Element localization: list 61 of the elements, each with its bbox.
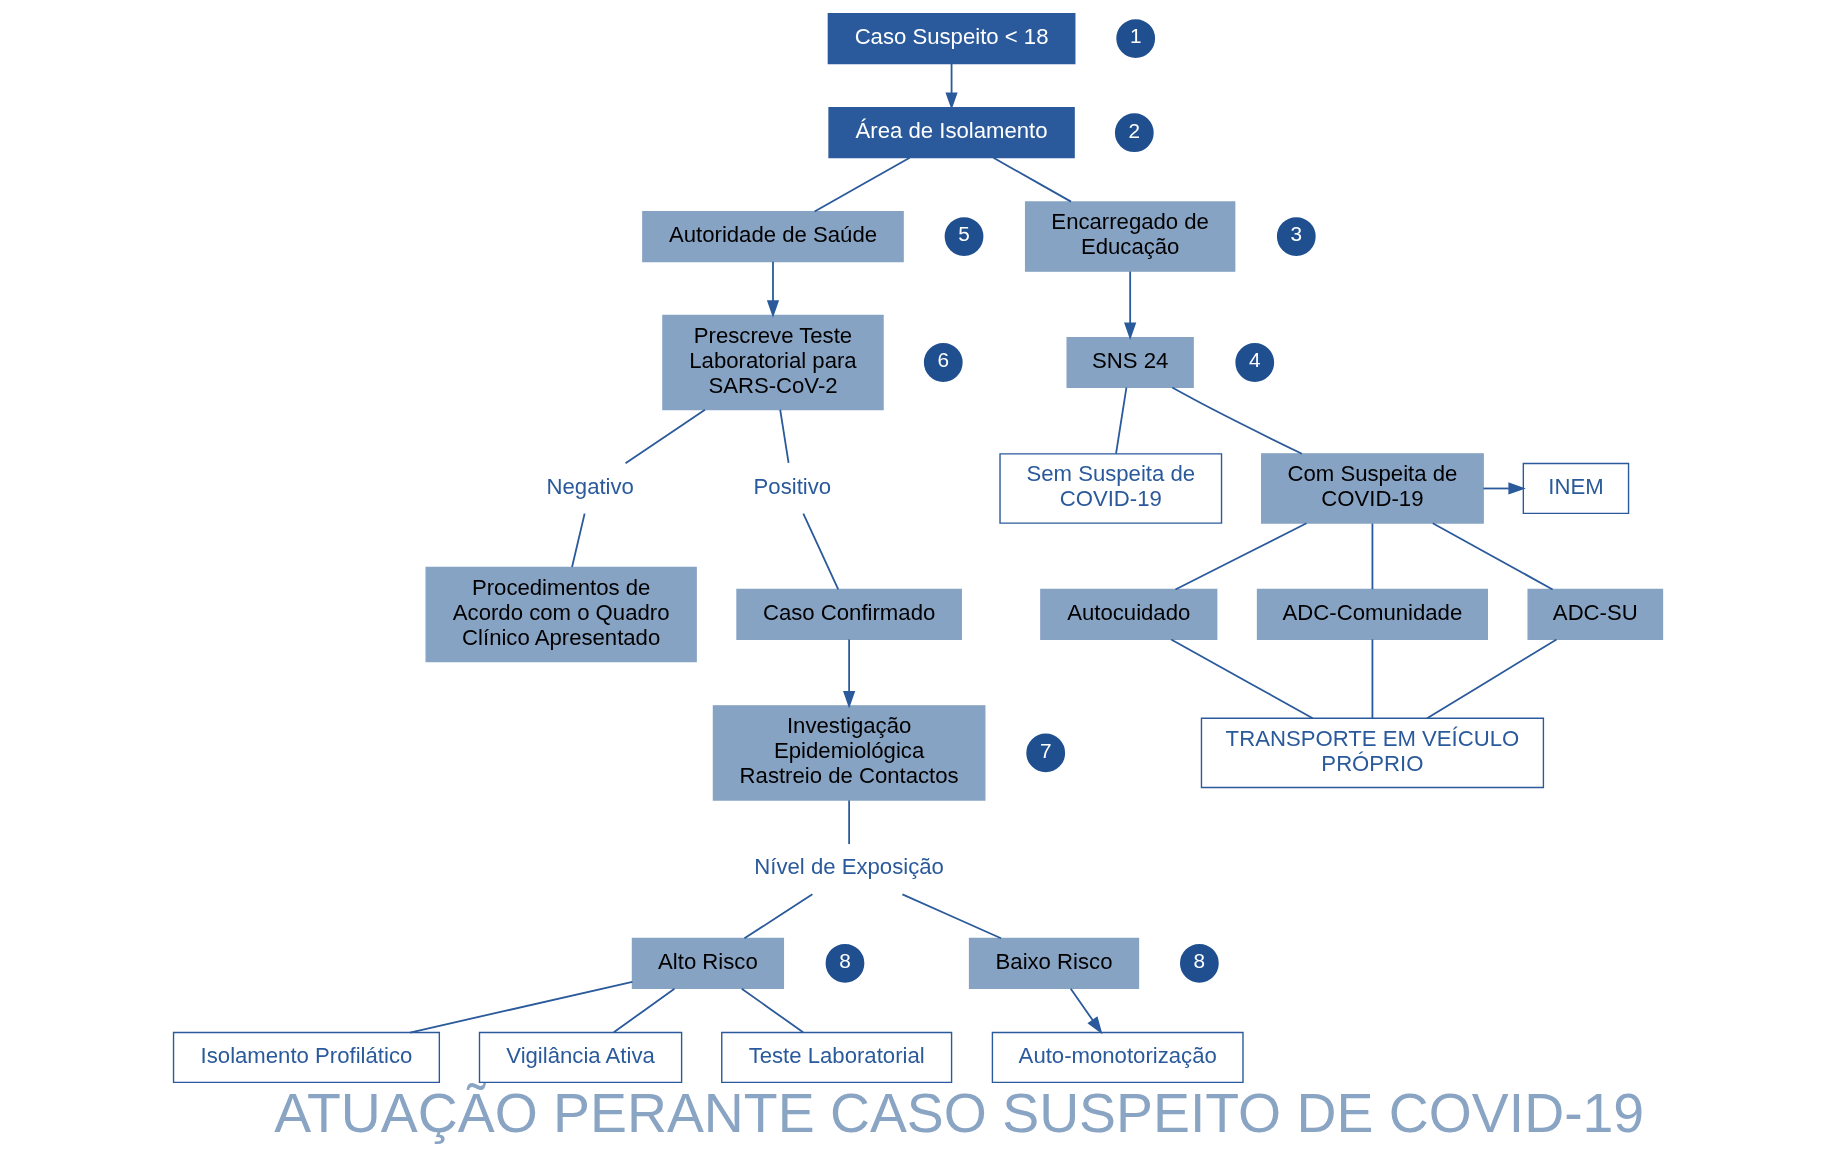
arrow <box>766 260 780 318</box>
connector <box>743 893 814 940</box>
connector <box>740 987 804 1034</box>
node-label: 1 <box>1129 24 1142 48</box>
node-box: Isolamento Profilático <box>172 1031 441 1084</box>
connector <box>1170 638 1314 720</box>
node-box: Autoridade de Saúde <box>642 210 904 263</box>
node-label: 7 <box>1039 738 1052 762</box>
node-box: Prescreve Teste Laboratorial para SARS-CoV-2 <box>662 314 884 411</box>
connector <box>1426 638 1558 720</box>
connector <box>813 156 911 213</box>
connector <box>802 512 840 591</box>
node-text: Negativo <box>546 473 634 499</box>
node-box: Vigilância Ativa <box>478 1031 683 1084</box>
node-box: Autocuidado <box>1040 588 1218 641</box>
connector <box>992 156 1072 203</box>
node-box: ADC-SU <box>1527 588 1664 641</box>
connector <box>1171 386 1303 455</box>
connector <box>1371 638 1374 719</box>
arrow <box>843 638 856 709</box>
connector <box>624 408 706 465</box>
arrow <box>1069 987 1103 1035</box>
node-box: INEM <box>1522 462 1630 515</box>
node-box: Sem Suspeita de COVID-19 <box>999 453 1223 524</box>
node-box: Caso Confirmado <box>736 588 962 641</box>
arrow <box>1482 482 1526 495</box>
node-box: Auto-monotorização <box>991 1031 1244 1084</box>
node-box: Com Suspeita de COVID-19 <box>1261 453 1484 524</box>
node-box: TRANSPORTE EM VEÍCULO PRÓPRIO <box>1200 717 1545 789</box>
connector <box>571 512 586 568</box>
node-label: 5 <box>958 222 970 246</box>
node-box: Teste Laboratorial <box>721 1031 953 1084</box>
node-label: 2 <box>1128 118 1141 142</box>
node-box: Procedimentos de Acordo com o Quadro Clínico Apresentado <box>425 566 697 663</box>
node-text: Nível de Exposição <box>754 854 944 880</box>
arrow <box>1124 270 1137 340</box>
node-box: Área de Isolamento <box>828 107 1075 159</box>
node-label: 8 <box>1193 949 1206 973</box>
node-label: 4 <box>1248 348 1261 372</box>
connector <box>1115 386 1128 455</box>
node-box: Investigação Epidemiológica Rastreio de Contactos <box>712 705 986 801</box>
connector <box>1431 522 1554 591</box>
arrow <box>945 63 958 110</box>
connector <box>612 987 676 1034</box>
node-box: ADC-Comunidade <box>1256 588 1489 641</box>
node-label: 6 <box>937 348 950 372</box>
connector <box>779 408 790 464</box>
node-text: Positivo <box>753 473 832 499</box>
connector <box>1174 522 1308 591</box>
diagram-title: ATUAÇÃO PERANTE CASO SUSPEITO DE COVID-19 <box>274 1082 1645 1145</box>
node-box: Alto Risco <box>631 937 785 989</box>
connector <box>1371 522 1374 591</box>
connector <box>848 799 851 845</box>
node-box: Baixo Risco <box>968 937 1140 989</box>
connector <box>409 981 634 1034</box>
node-label: 8 <box>839 949 851 973</box>
node-label: 3 <box>1290 222 1303 246</box>
node-box: SNS 24 <box>1066 336 1194 389</box>
node-box: Caso Suspeito < 18 <box>827 12 1076 65</box>
node-box: Encarregado de Educação <box>1024 201 1236 272</box>
connector <box>901 893 1002 940</box>
